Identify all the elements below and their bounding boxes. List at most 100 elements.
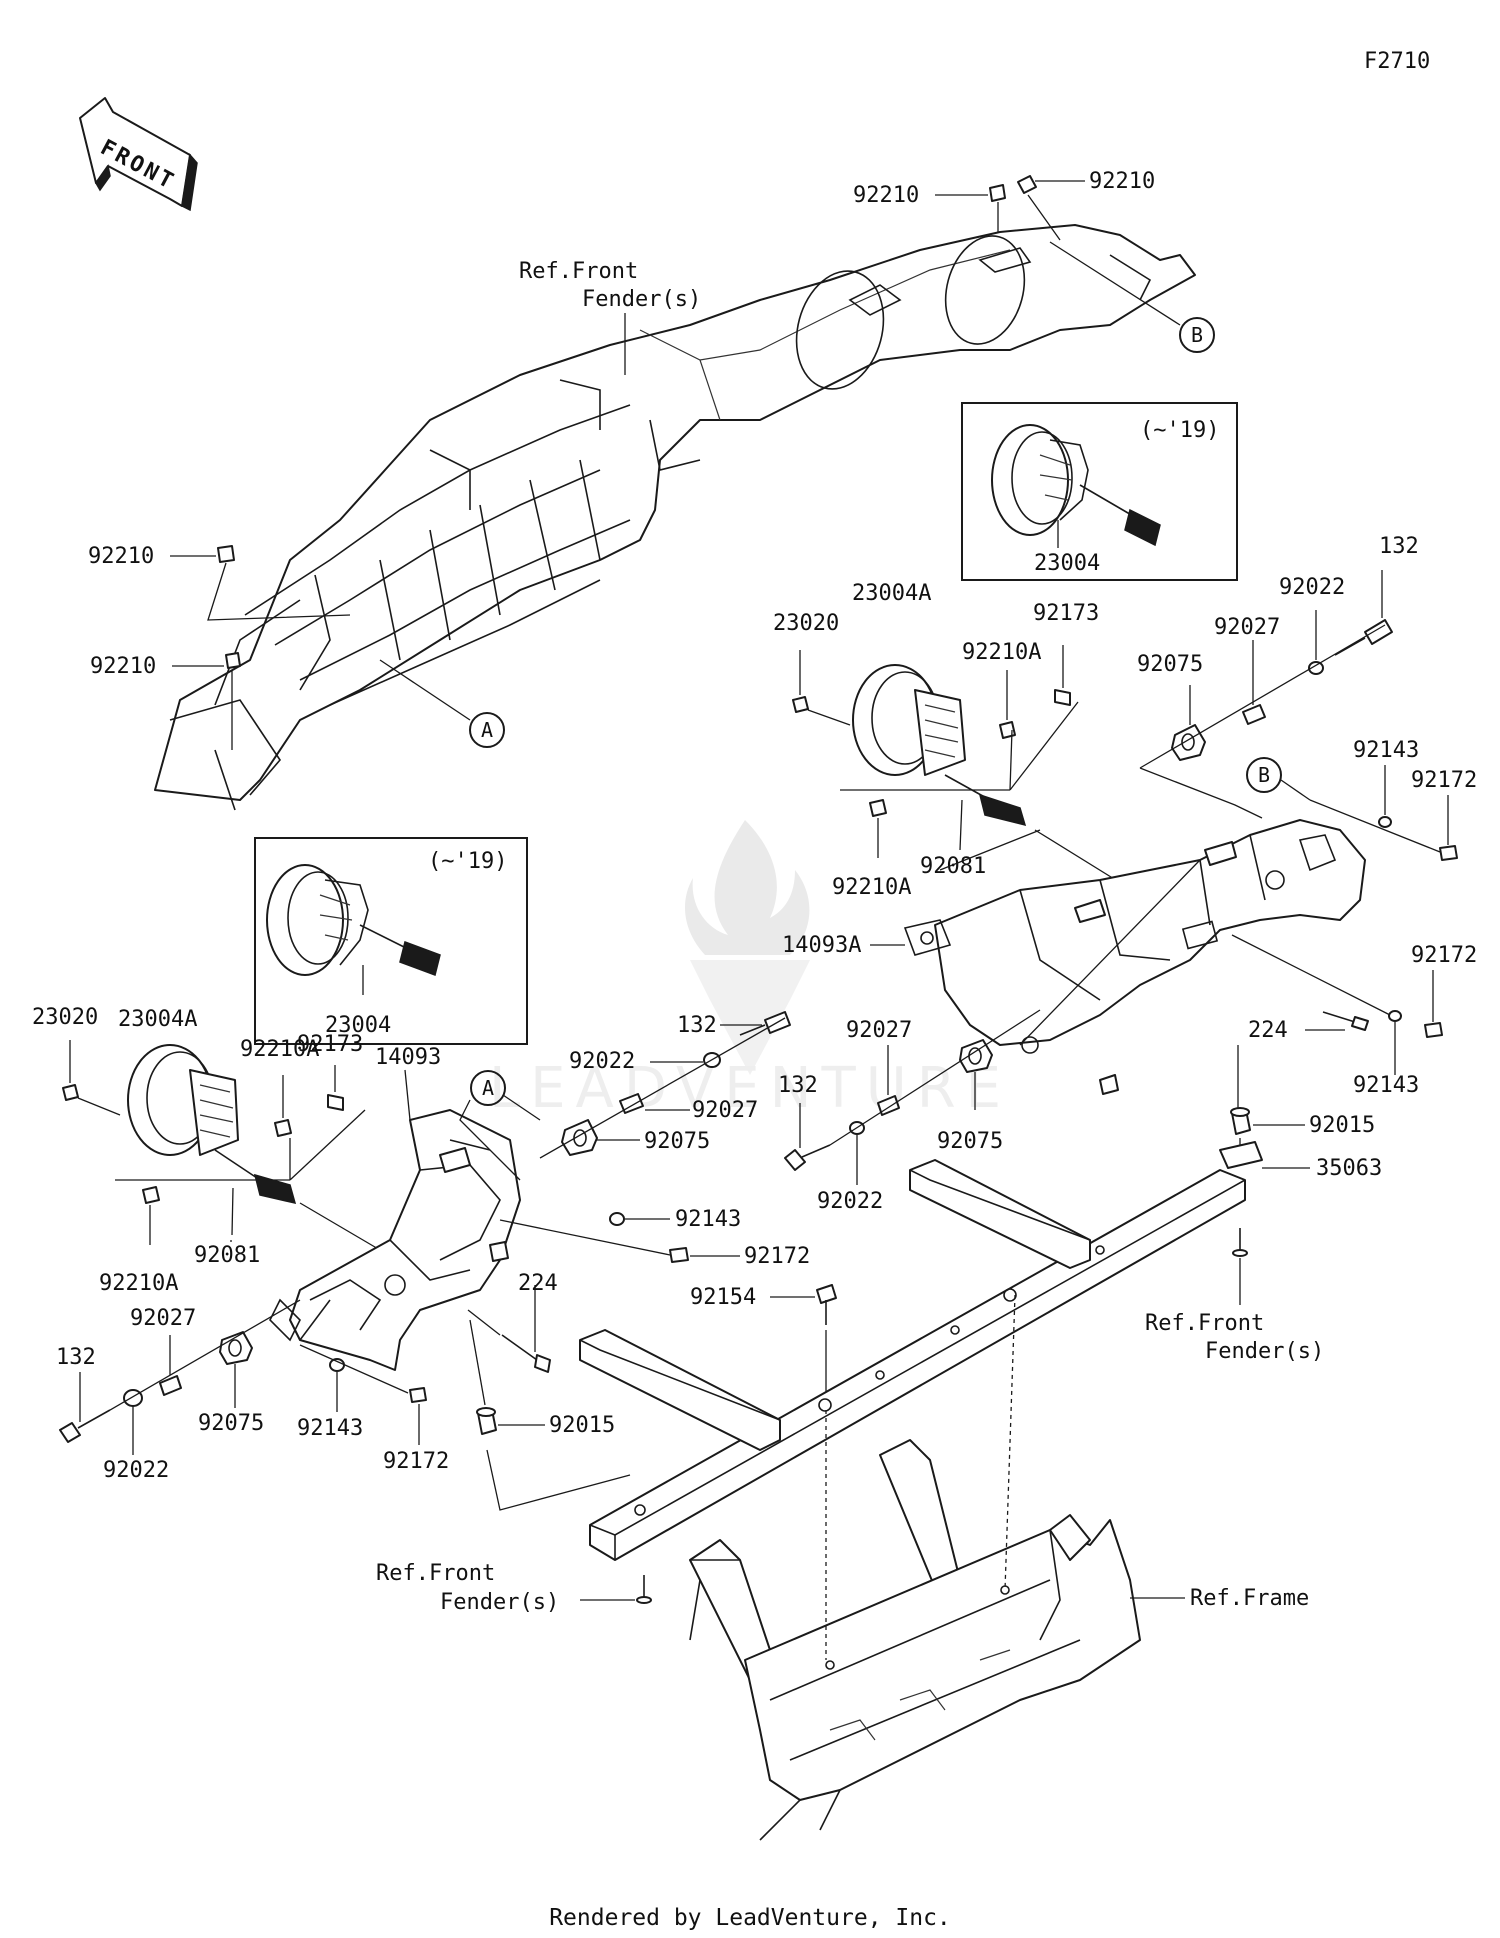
label-ref-front-fender-right-2: Fender(s) bbox=[1205, 1339, 1324, 1364]
bolt-224-left bbox=[501, 1285, 551, 1373]
watermark: LEADVENTURE bbox=[489, 820, 1011, 1121]
frame-section bbox=[689, 1439, 1141, 1841]
label-r-92173: 92173 bbox=[1033, 601, 1099, 626]
label-c-92027: 92027 bbox=[692, 1098, 758, 1123]
label-l-92027: 92027 bbox=[130, 1306, 196, 1331]
headlight-23004a-right bbox=[852, 664, 1027, 827]
nut-23020-left bbox=[62, 1040, 121, 1116]
label-ref-front-fender-bottom-1: Ref.Front bbox=[376, 1561, 495, 1586]
screw-92172-left-mid bbox=[669, 1247, 740, 1263]
variant-lower-part: 23004 bbox=[325, 1013, 391, 1038]
label-r-92210A-top: 92210A bbox=[962, 640, 1041, 665]
screw-92172-right-mid bbox=[1424, 970, 1443, 1038]
screw-92172-left bbox=[409, 1387, 427, 1445]
grommet-92075-left bbox=[219, 1331, 253, 1408]
label-r-92027: 92027 bbox=[1214, 615, 1280, 640]
label-l-92172: 92172 bbox=[383, 1449, 449, 1474]
label-r-224: 224 bbox=[1248, 1018, 1288, 1043]
watermark-text: LEADVENTURE bbox=[489, 1056, 1011, 1121]
callout-a-bracket bbox=[470, 1070, 506, 1106]
bolt-224-right bbox=[1322, 1011, 1369, 1031]
label-l-92081: 92081 bbox=[194, 1243, 260, 1268]
variant-box-lower bbox=[254, 837, 528, 1045]
label-l-92075: 92075 bbox=[198, 1411, 264, 1436]
callout-b-bracket-text: B bbox=[1258, 763, 1270, 787]
clip-92210-top-right bbox=[1017, 175, 1085, 241]
callout-a-fender bbox=[469, 712, 505, 748]
front-direction-arrow: FRONT bbox=[79, 97, 198, 212]
collar-92027-left bbox=[159, 1335, 182, 1396]
label-ref-front-fender-right-1: Ref.Front bbox=[1145, 1311, 1264, 1336]
crossmember-35063 bbox=[579, 1138, 1263, 1561]
label-r-92172-mid: 92172 bbox=[1411, 943, 1477, 968]
callout-b-fender-text: B bbox=[1191, 323, 1203, 347]
variant-upper-year: (~'19) bbox=[1140, 418, 1219, 443]
screw-ref-fender-right bbox=[1232, 1228, 1248, 1305]
clip-92210a-left-top bbox=[274, 1075, 292, 1137]
screw-ref-fender-bottom bbox=[636, 1575, 652, 1604]
label-l-92154: 92154 bbox=[690, 1285, 756, 1310]
label-r-23004A: 23004A bbox=[852, 581, 931, 606]
label-r-23020: 23020 bbox=[773, 611, 839, 636]
footer-credit: Rendered by LeadVenture, Inc. bbox=[549, 1905, 951, 1931]
washer-92143-right-top bbox=[1378, 765, 1392, 828]
clip-92210a-left-bottom bbox=[142, 1186, 160, 1245]
label-c-35063: 35063 bbox=[1316, 1156, 1382, 1181]
headlight-23004-lower bbox=[266, 864, 441, 995]
headlight-23004-upper bbox=[991, 424, 1161, 548]
label-r-92075: 92075 bbox=[1137, 652, 1203, 677]
grommet-92075-center bbox=[561, 1119, 598, 1156]
figure-code: F2710 bbox=[1364, 49, 1430, 74]
nut-23020-right bbox=[792, 650, 851, 726]
label-l-14093: 14093 bbox=[375, 1045, 441, 1070]
label-l-92022: 92022 bbox=[103, 1458, 169, 1483]
washer-92022-left bbox=[123, 1389, 143, 1455]
clip-92210-left-lower bbox=[172, 652, 241, 750]
label-c-132: 132 bbox=[677, 1013, 717, 1038]
label-top-clip-left: 92210 bbox=[853, 183, 919, 208]
label-l-92143: 92143 bbox=[297, 1416, 363, 1441]
label-c-92027-right: 92027 bbox=[846, 1018, 912, 1043]
variant-lower-year: (~'19) bbox=[428, 849, 507, 874]
label-l-23004A: 23004A bbox=[118, 1007, 197, 1032]
label-ref-front-fender-bottom-2: Fender(s) bbox=[440, 1590, 559, 1615]
bolt-132-right bbox=[1334, 619, 1393, 656]
bracket-14093a-right bbox=[903, 819, 1366, 1095]
label-l-92210A-bottom: 92210A bbox=[99, 1271, 178, 1296]
label-r-92143-top: 92143 bbox=[1353, 738, 1419, 763]
label-r-132: 132 bbox=[1379, 534, 1419, 559]
front-fender-bumper bbox=[154, 224, 1196, 811]
label-c-92075-right: 92075 bbox=[937, 1129, 1003, 1154]
grommet-92075-right-center bbox=[959, 1039, 993, 1110]
bracket-14093-left bbox=[269, 1109, 521, 1371]
label-r-92210A-bottom: 92210A bbox=[832, 875, 911, 900]
label-l-92172-mid: 92172 bbox=[744, 1244, 810, 1269]
bolt-92154 bbox=[770, 1284, 837, 1400]
bolt-132-center-low bbox=[784, 1103, 831, 1171]
washer-92143-left-mid bbox=[609, 1212, 670, 1226]
collar-92027-right bbox=[1242, 704, 1266, 725]
label-c-92022-low: 92022 bbox=[817, 1189, 883, 1214]
clip-92210a-right-bottom bbox=[869, 799, 887, 858]
callout-a-fender-text: A bbox=[481, 718, 493, 742]
label-l-92173: 92173 bbox=[297, 1032, 363, 1057]
grommet-92075-right bbox=[1171, 724, 1206, 761]
bolt-132-left bbox=[59, 1372, 111, 1443]
headlight-23004a-left bbox=[127, 1044, 297, 1205]
washer-92143-left bbox=[329, 1358, 345, 1412]
clip-92210a-right-top bbox=[999, 670, 1016, 739]
nut-92015-right bbox=[1230, 1045, 1305, 1135]
label-ref-frame: Ref.Frame bbox=[1190, 1586, 1309, 1611]
label-c-92022-top: 92022 bbox=[569, 1049, 635, 1074]
connector-92173-right bbox=[1054, 645, 1071, 706]
callout-b-fender bbox=[1179, 317, 1215, 353]
label-r-14093A: 14093A bbox=[782, 933, 861, 958]
label-r-92143-bottom: 92143 bbox=[1353, 1073, 1419, 1098]
label-r-92081: 92081 bbox=[920, 854, 986, 879]
label-l-92210A-top: 92210A bbox=[240, 1037, 319, 1062]
connector-92173-left bbox=[327, 1065, 344, 1111]
callout-a-bracket-text: A bbox=[482, 1076, 494, 1100]
collar-92027-center bbox=[619, 1093, 644, 1114]
label-c-92015-right: 92015 bbox=[1309, 1113, 1375, 1138]
